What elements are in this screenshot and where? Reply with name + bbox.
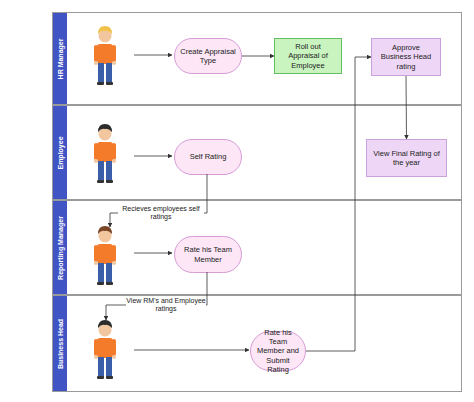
box-label: Create Appraisal Type: [180, 47, 236, 66]
flow-arrow: [406, 76, 408, 139]
person-hair: [98, 124, 112, 132]
box-content: View Final Rating of the year: [372, 149, 441, 168]
person-figure: [94, 230, 116, 286]
lane-title: Employee: [57, 136, 64, 169]
person-figure: [94, 324, 116, 380]
process-pill: Self Rating: [174, 139, 242, 175]
flow-note: Recieves employees self ratings: [118, 205, 204, 222]
hr-person: [94, 26, 116, 85]
flow-note: View RM's and Employee ratings: [126, 297, 206, 314]
lane-header: Reporting Manager: [53, 201, 67, 294]
box-content: Self Rating: [190, 152, 227, 161]
employee-person: [94, 124, 116, 183]
leader-arrow: [134, 350, 249, 351]
process-box: View Final Rating of the year: [366, 139, 447, 177]
swimlane: Self Rating View Final Rating of the year…: [52, 105, 462, 200]
process-box: Roll out Appraisal of Employee: [274, 38, 342, 74]
lane-header: HR Manager: [53, 13, 67, 104]
box-label: Roll out Appraisal of Employee: [280, 42, 336, 70]
lane-title: Reporting Manager: [57, 216, 64, 280]
box-label: Self Rating: [190, 152, 227, 161]
person-figure: [94, 128, 116, 184]
leader-arrow: [110, 174, 207, 227]
process-box: Approve Business Head rating: [371, 38, 441, 76]
person-hair: [98, 320, 112, 328]
lane-title: Business Head: [57, 318, 64, 368]
leader-arrow: [134, 156, 172, 157]
box-label: Rate his Team Member and Submit Rating: [256, 328, 300, 375]
box-content: Create Appraisal Type: [180, 47, 236, 66]
leader-arrow: [106, 272, 207, 320]
leader-lines: [106, 55, 249, 350]
box-content: Rate his Team Member: [180, 245, 236, 264]
process-pill: Create Appraisal Type: [174, 38, 242, 74]
flow-arrow: [242, 56, 274, 57]
person-hair: [98, 26, 112, 34]
leader-arrow: [134, 253, 172, 254]
box-content: Roll out Appraisal of Employee: [280, 42, 336, 70]
flow-arrow: [306, 57, 371, 351]
person-hair: [98, 226, 112, 234]
business-person: [94, 320, 116, 379]
swimlane: Rate his Team Member Reporting Manager: [52, 200, 462, 295]
box-label: Rate his Team Member: [180, 245, 236, 264]
lane-header: Employee: [53, 106, 67, 199]
process-pill: Rate his Team Member: [174, 236, 242, 273]
swimlane: Create Appraisal Type Roll out Appraisal …: [52, 12, 462, 105]
box-label: View Final Rating of the year: [372, 149, 441, 168]
person-figure: [94, 30, 116, 86]
reporting-person: [94, 226, 116, 285]
leader-arrow: [134, 55, 172, 56]
lane-header: Business Head: [53, 296, 67, 391]
lane-title: HR Manager: [57, 38, 64, 79]
swimlane: Rate his Team Member and Submit Rating Bu…: [52, 295, 462, 392]
box-content: Approve Business Head rating: [377, 43, 435, 71]
process-pill: Rate his Team Member and Submit Rating: [250, 331, 306, 371]
box-content: Rate his Team Member and Submit Rating: [256, 328, 300, 375]
box-label: Approve Business Head rating: [377, 43, 435, 71]
